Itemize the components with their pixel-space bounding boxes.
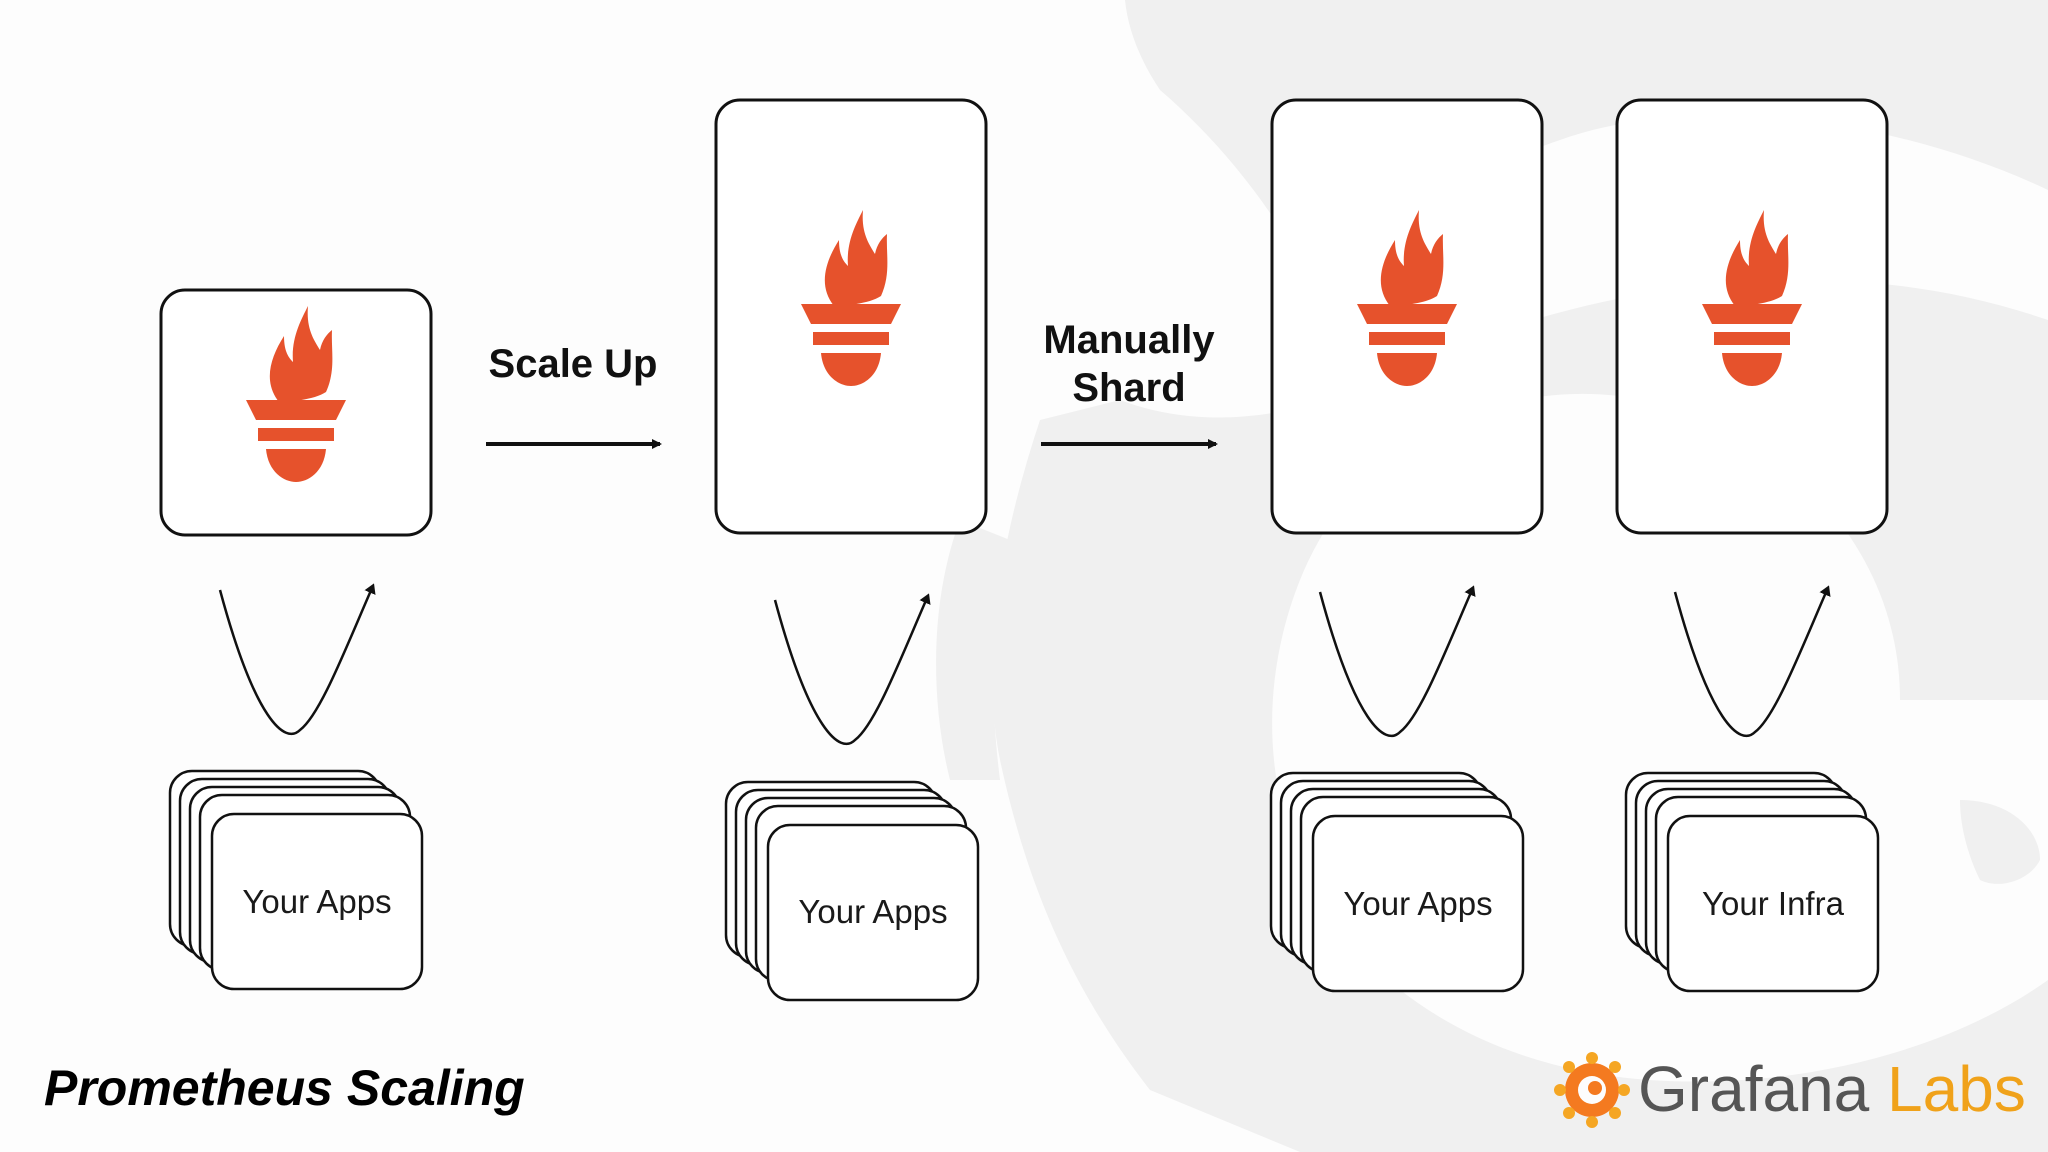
app-stack-1: [168, 769, 424, 991]
app-stack-3: [1269, 771, 1525, 993]
brand-suffix: Labs: [1887, 1053, 2026, 1125]
app-stack-2: [724, 780, 980, 1002]
scrape-curve-1: [218, 583, 376, 736]
slide-title: Prometheus Scaling: [44, 1060, 525, 1116]
grafana-logo-icon: [1554, 1052, 1630, 1128]
manually-shard-label: Manually Shard: [1043, 318, 1215, 410]
brand-name: Grafana: [1638, 1053, 1870, 1125]
scale-up-label: Scale Up: [488, 342, 658, 386]
infra-stack-4: [1624, 771, 1880, 993]
your-apps-label-1: Your Apps: [242, 883, 392, 920]
scrape-curve-3: [1318, 585, 1476, 738]
scrape-curve-2: [773, 593, 931, 746]
your-apps-label-2: Your Apps: [798, 893, 948, 930]
grafana-labs-wordmark: Grafana Labs: [1638, 1054, 2026, 1124]
your-infra-label: Your Infra: [1702, 885, 1844, 922]
your-apps-label-3: Your Apps: [1343, 885, 1493, 922]
scrape-curve-4: [1673, 585, 1831, 738]
